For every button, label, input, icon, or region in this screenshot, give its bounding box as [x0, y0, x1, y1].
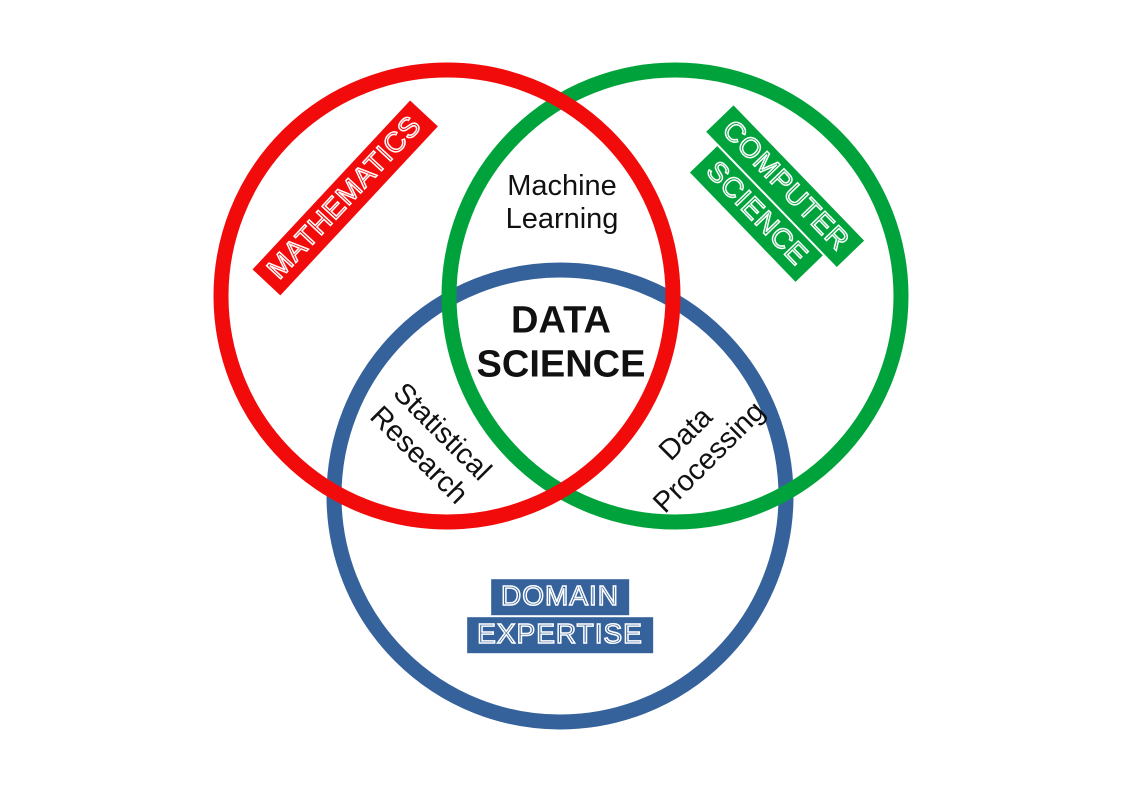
machine-learning-line2: Learning [505, 203, 619, 235]
domain-expertise-label-line2: EXPERTISE [467, 617, 653, 653]
mathematics-circle [213, 62, 681, 530]
computer-science-circle [441, 62, 909, 530]
data-science-line2: SCIENCE [476, 343, 646, 385]
domain-expertise-label: DOMAIN EXPERTISE [467, 579, 653, 653]
machine-learning-label: Machine Learning [506, 170, 619, 236]
data-science-line1: DATA [511, 299, 611, 342]
machine-learning-line1: Machine [507, 169, 617, 202]
data-science-label: DATA SCIENCE [477, 299, 646, 386]
domain-expertise-label-line1: DOMAIN [491, 579, 629, 615]
